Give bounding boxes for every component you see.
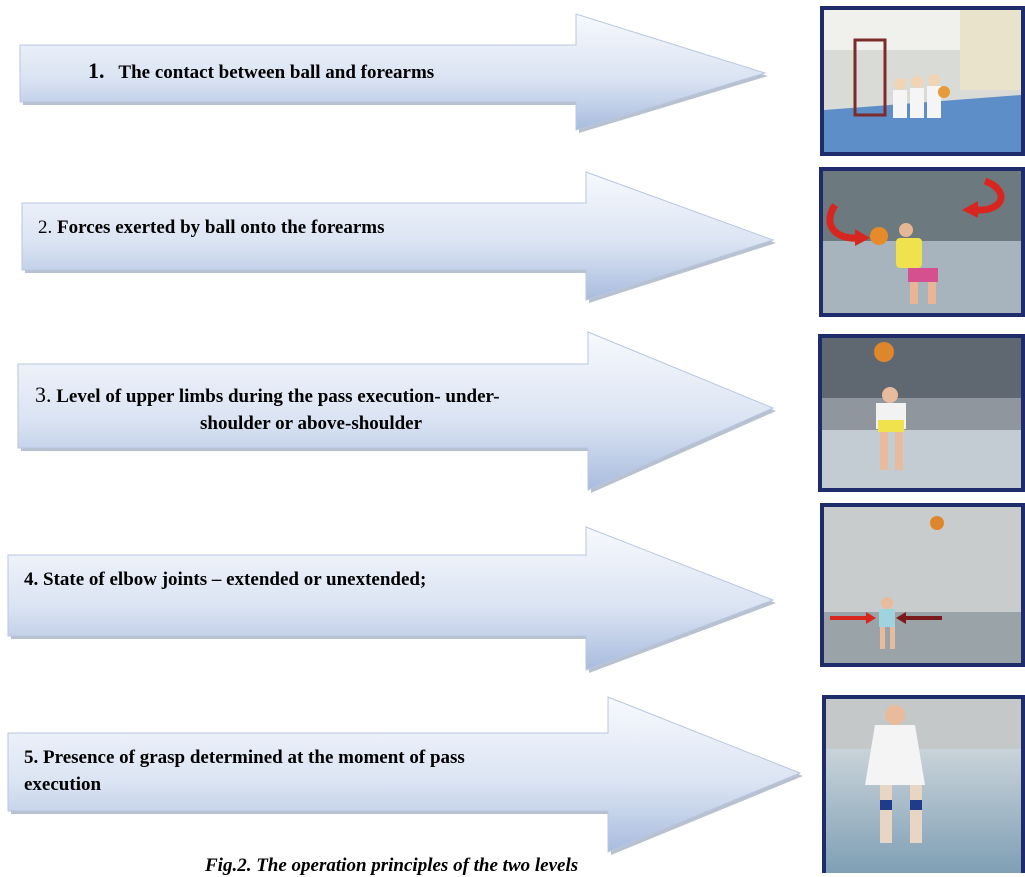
- step-4-number: 4.: [24, 569, 39, 590]
- arrow-1: [19, 13, 768, 133]
- step-5-text: Presence of grasp determined at the mome…: [43, 747, 465, 768]
- step-5-text-line2: execution: [24, 774, 102, 795]
- step-3-label: 3. Level of upper limbs during the pass …: [35, 381, 675, 437]
- step-1-label: 1. The contact between ball and forearms: [88, 57, 434, 86]
- photo-1: [820, 6, 1025, 156]
- arrow-2: [21, 171, 776, 303]
- photo-4: [820, 503, 1025, 667]
- arrow-4: [7, 526, 776, 673]
- step-3-text-line2: shoulder or above-shoulder: [200, 413, 423, 434]
- photo-5: [822, 695, 1025, 873]
- arrow-5: [7, 696, 803, 855]
- step-4-label: 4. State of elbow joints – extended or u…: [24, 566, 426, 593]
- step-3-number: 3.: [35, 382, 52, 407]
- arrow-3: [17, 331, 776, 493]
- step-2-number: 2.: [38, 217, 53, 238]
- step-5-number: 5.: [24, 747, 39, 768]
- figure-caption: Fig.2. The operation principles of the t…: [205, 855, 579, 876]
- step-3-text: Level of upper limbs during the pass exe…: [56, 386, 500, 407]
- step-1-text: The contact between ball and forearms: [118, 62, 435, 83]
- step-1-number: 1.: [88, 58, 105, 83]
- step-4-text: State of elbow joints – extended or unex…: [43, 569, 427, 590]
- step-5-label: 5. Presence of grasp determined at the m…: [24, 744, 664, 798]
- photo-3: [818, 334, 1025, 492]
- photo-2: [819, 167, 1025, 317]
- step-2-label: 2. Forces exerted by ball onto the forea…: [38, 214, 385, 241]
- step-2-text: Forces exerted by ball onto the forearms: [57, 217, 385, 238]
